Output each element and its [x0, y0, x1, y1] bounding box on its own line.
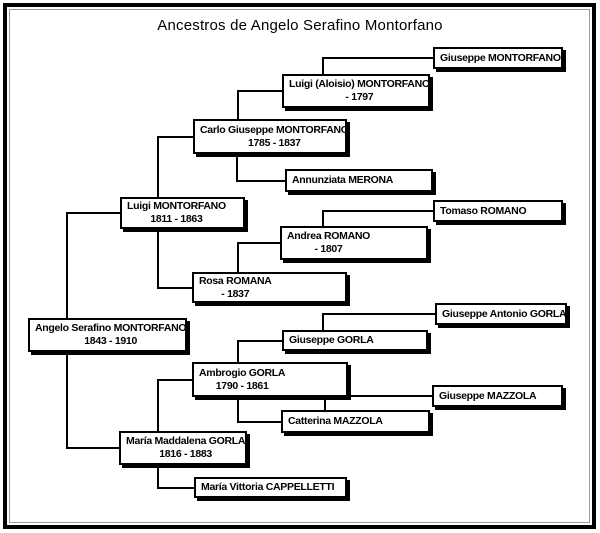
person-dates: 1785 - 1837: [247, 136, 301, 149]
person-name: Ambrogio GORLA: [199, 366, 286, 379]
person-label: Giuseppe MONTORFANO: [440, 52, 561, 65]
person-box-g_mazzola[interactable]: Giuseppe MAZZOLA: [432, 385, 563, 407]
connector-line: [157, 487, 194, 489]
person-box-g_montorfano[interactable]: Giuseppe MONTORFANO: [433, 47, 563, 69]
person-name: Giuseppe MAZZOLA: [439, 389, 537, 402]
person-label: Giuseppe GORLA: [289, 334, 374, 347]
connector-line: [66, 447, 119, 449]
person-name: Luigi (Aloisio) MONTORFANO: [289, 78, 430, 90]
person-name: Andrea ROMANO: [287, 230, 371, 242]
connector-line: [157, 379, 192, 381]
connector-line: [157, 379, 159, 431]
chart-frame: [3, 3, 596, 529]
person-label: Rosa ROMANA- 1837: [199, 275, 272, 301]
connector-line: [237, 90, 239, 119]
chart-frame-inner: [9, 9, 590, 523]
person-label: Tomaso ROMANO: [440, 204, 527, 218]
person-label: Giuseppe MAZZOLA: [439, 389, 537, 403]
person-label: María Vittoria CAPPELLETTI: [201, 481, 335, 494]
connector-line: [157, 287, 192, 289]
person-name: Luigi MONTORFANO: [127, 200, 226, 212]
person-box-g_gorla[interactable]: Giuseppe GORLA: [282, 330, 428, 351]
person-dates: 1843 - 1910: [84, 335, 137, 347]
connector-line: [66, 212, 68, 318]
person-name: Giuseppe MONTORFANO: [440, 51, 561, 64]
person-dates: 1811 - 1863: [150, 213, 203, 225]
person-dates: 1790 - 1861: [215, 379, 269, 392]
person-box-maria_v[interactable]: María Vittoria CAPPELLETTI: [194, 477, 347, 498]
person-name: Carlo Giuseppe MONTORFANO: [200, 123, 349, 136]
connector-line: [157, 136, 193, 138]
person-name: Tomaso ROMANO: [440, 204, 527, 217]
connector-line: [237, 340, 239, 362]
person-name: Catterina MAZZOLA: [288, 415, 383, 427]
person-box-tomaso[interactable]: Tomaso ROMANO: [433, 200, 563, 222]
person-name: María Vittoria CAPPELLETTI: [201, 481, 335, 493]
connector-line: [322, 57, 324, 74]
connector-line: [157, 465, 159, 489]
connector-line: [236, 180, 285, 182]
person-label: Annunziata MERONA: [292, 174, 393, 187]
connector-line: [237, 397, 239, 423]
connector-line: [157, 136, 159, 197]
person-box-annunziata[interactable]: Annunziata MERONA: [285, 169, 433, 192]
person-dates: 1816 - 1883: [159, 448, 212, 460]
person-dates: - 1837: [221, 287, 250, 300]
connector-line: [322, 210, 433, 212]
person-box-catterina[interactable]: Catterina MAZZOLA: [281, 410, 430, 433]
person-name: Angelo Serafino MONTORFANO: [35, 322, 187, 334]
connector-line: [237, 340, 282, 342]
connector-line: [322, 210, 324, 226]
connector-line: [66, 212, 120, 214]
person-name: María Maddalena GORLA: [126, 435, 246, 447]
person-label: Andrea ROMANO- 1807: [287, 230, 370, 256]
person-box-ga_gorla[interactable]: Giuseppe Antonio GORLA: [435, 303, 567, 325]
person-name: Giuseppe Antonio GORLA: [442, 307, 567, 320]
connector-line: [237, 242, 239, 272]
person-dates: - 1797: [345, 91, 374, 103]
chart-title: Ancestros de Angelo Serafino Montorfano: [157, 17, 443, 34]
person-label: Luigi (Aloisio) MONTORFANO- 1797: [289, 78, 430, 104]
connector-line: [324, 395, 432, 397]
person-dates: - 1807: [314, 243, 343, 255]
connector-line: [322, 313, 435, 315]
person-label: Giuseppe Antonio GORLA: [442, 307, 567, 321]
connector-line: [236, 154, 238, 182]
person-box-rosa[interactable]: Rosa ROMANA- 1837: [192, 272, 347, 303]
person-box-l_aloisio[interactable]: Luigi (Aloisio) MONTORFANO- 1797: [282, 74, 430, 108]
person-name: Annunziata MERONA: [292, 174, 394, 186]
connector-line: [324, 395, 326, 410]
connector-line: [322, 313, 324, 330]
connector-line: [237, 421, 281, 423]
person-label: Catterina MAZZOLA: [288, 415, 383, 428]
connector-line: [66, 352, 68, 449]
connector-line: [237, 242, 280, 244]
connector-line: [237, 90, 282, 92]
person-name: Rosa ROMANA: [199, 274, 272, 287]
connector-line: [157, 229, 159, 289]
person-box-andrea[interactable]: Andrea ROMANO- 1807: [280, 226, 428, 260]
connector-line: [322, 57, 433, 59]
person-name: Giuseppe GORLA: [289, 334, 374, 346]
